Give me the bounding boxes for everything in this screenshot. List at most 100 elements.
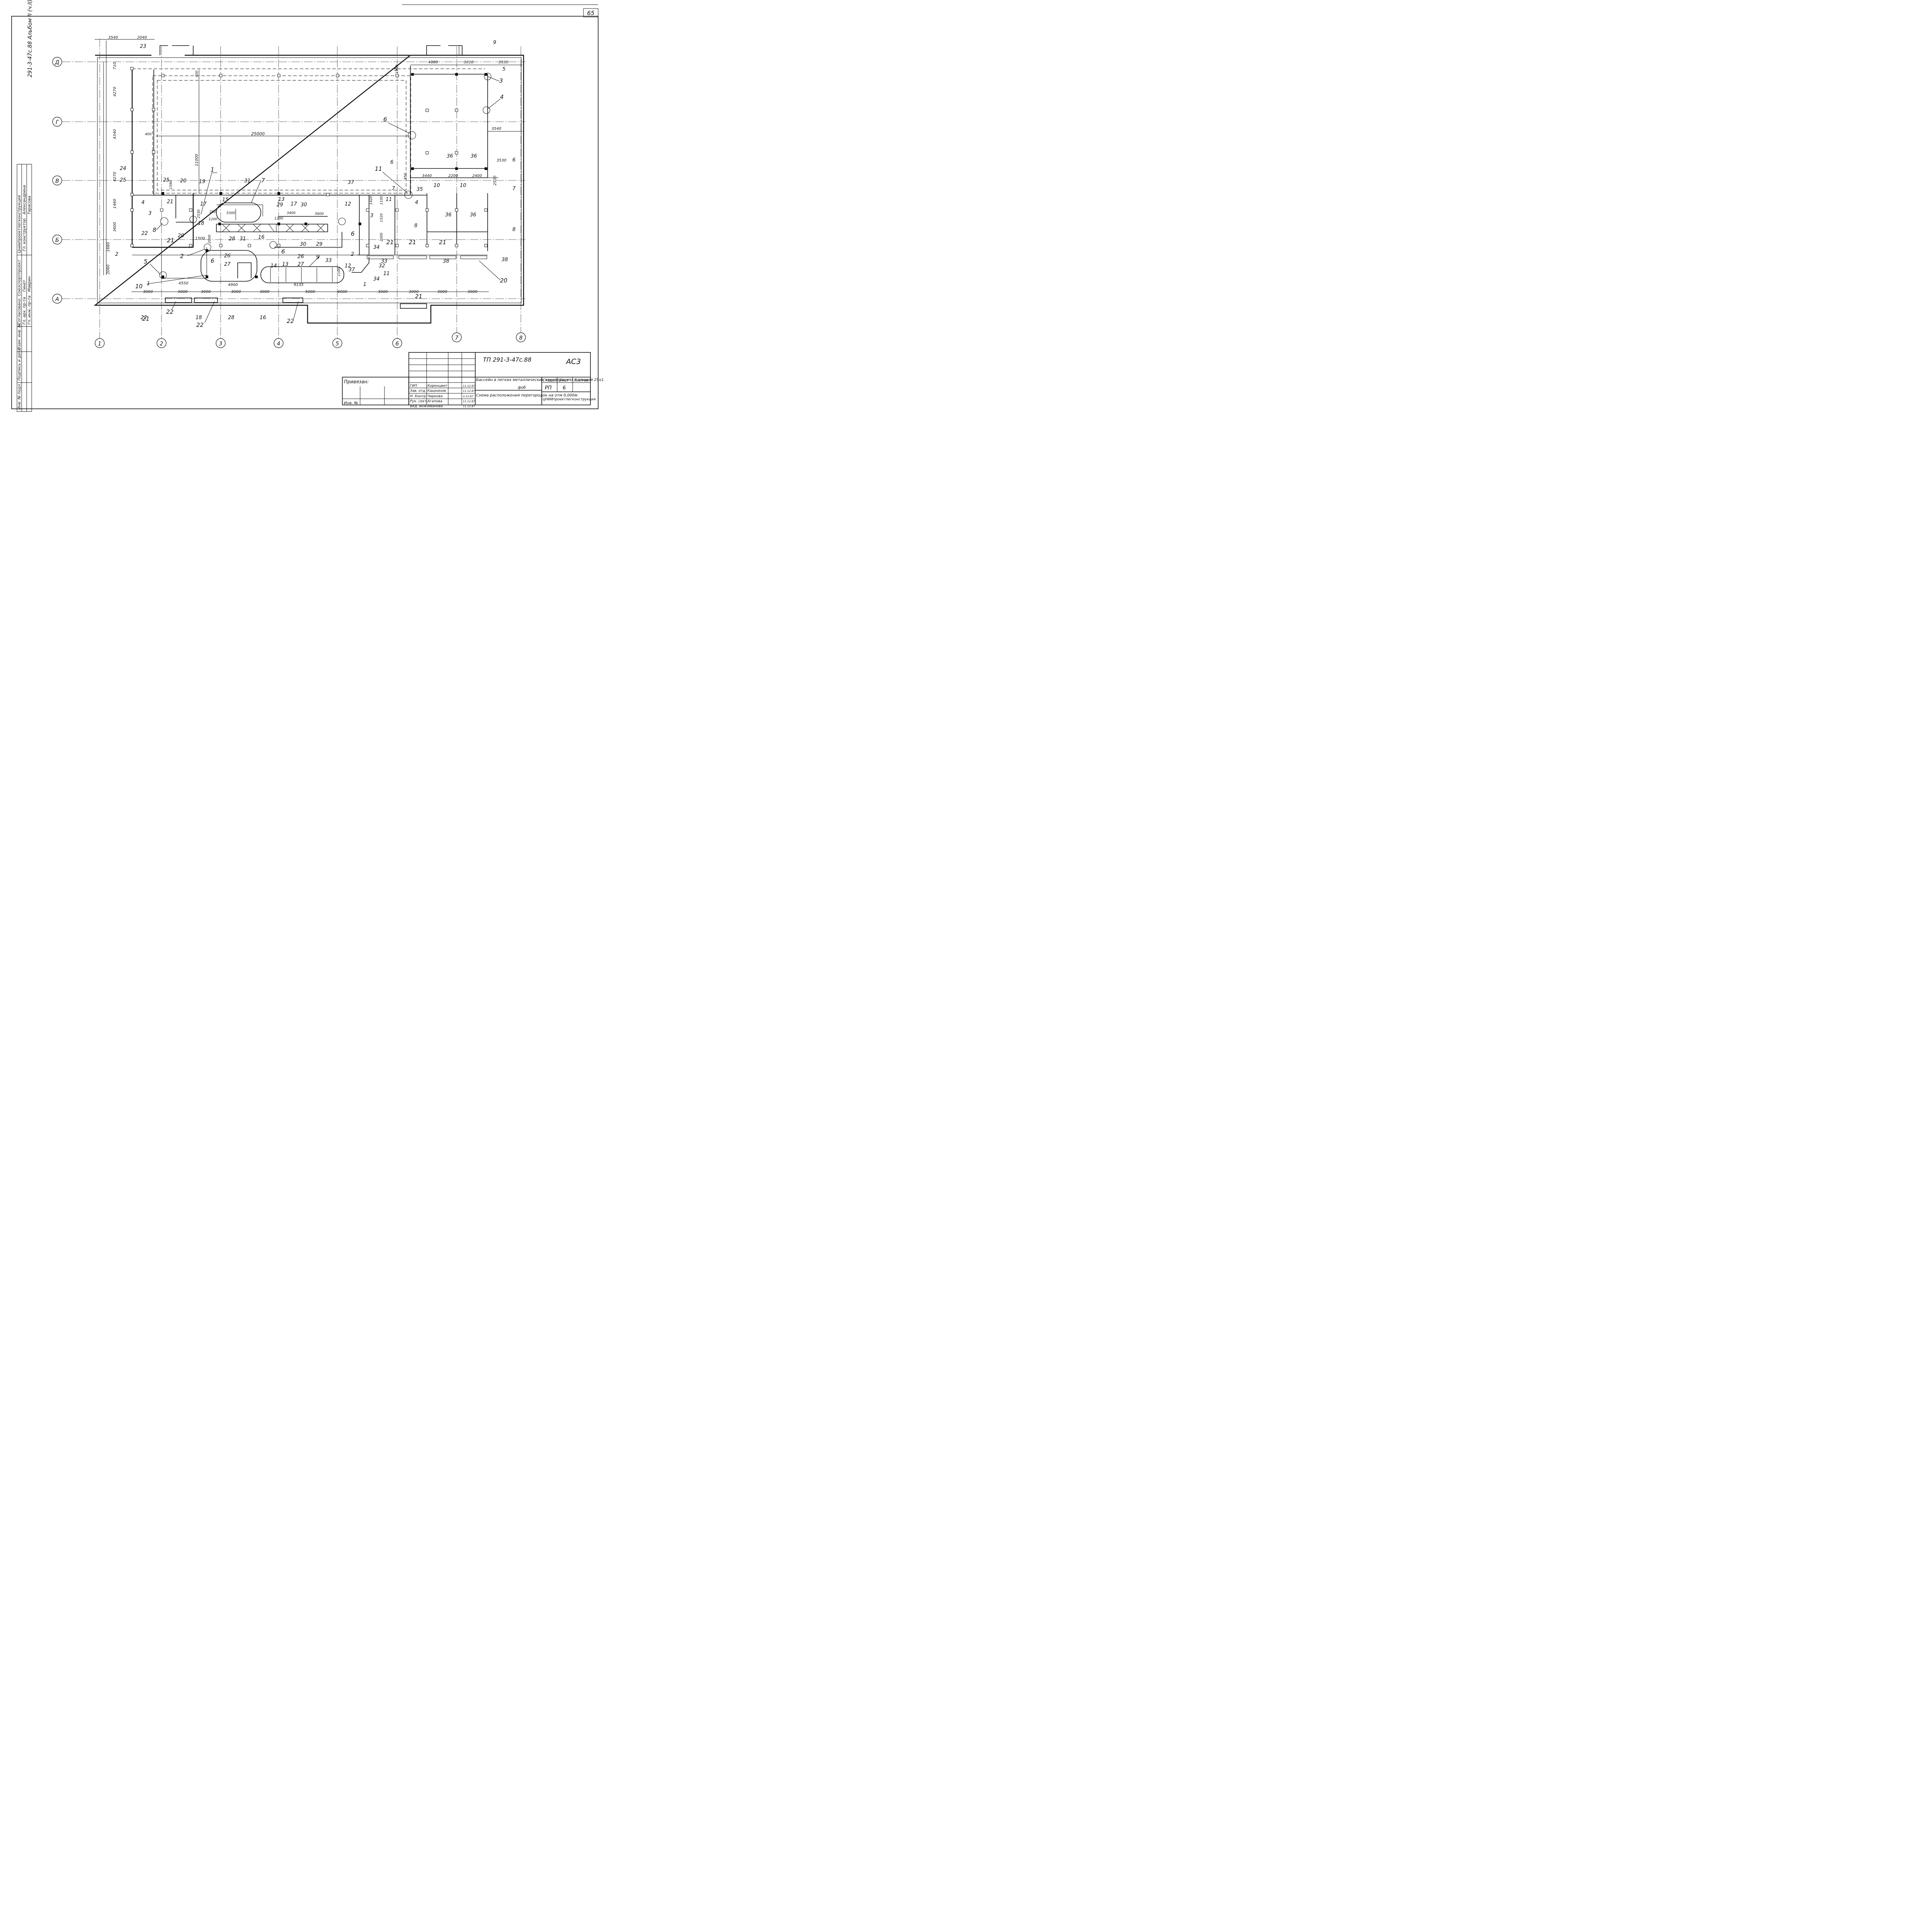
mark-21-a: 21 [167, 199, 173, 205]
mark-16-b: 16 [260, 315, 266, 321]
mark-28-a: 28 [229, 236, 235, 242]
dim-bottom-2: 3000 [178, 290, 187, 294]
dim-inner-2530: 2530 [197, 209, 201, 218]
dim-right-mid-6: 2530 [493, 176, 497, 185]
mark-9-a: 9 [493, 40, 496, 46]
axis-3-label: 3 [219, 341, 223, 347]
staff-date-5: 11.12.87 [463, 405, 475, 408]
mark-38-b: 38 [502, 257, 508, 263]
dim-left-2: 4270 [113, 87, 117, 97]
callout-11: 11 [375, 165, 382, 172]
mark-13-b: 13 [282, 262, 289, 267]
dim-inner-1100-b: 1100 [337, 267, 341, 276]
dim-bottom-4: 3000 [231, 290, 241, 294]
dim-top-2: 2040 [137, 36, 147, 40]
dim-inner-1820: 1820 [395, 65, 399, 73]
mark-11-b: 11 [383, 271, 390, 277]
dim-left-8: 2060 [106, 265, 111, 274]
mark-2-a: 2 [115, 252, 118, 257]
mark-34-a: 34 [373, 245, 380, 250]
dim-right-mid-5: 2400 [472, 174, 482, 178]
staff-name-3: Чиркова [427, 395, 443, 398]
callout-7: 7 [261, 177, 265, 184]
callout-21-e: 21 [167, 237, 174, 244]
dim-right-top-3: 3530 [498, 60, 508, 65]
side-name-1: Гинет [22, 279, 27, 292]
mark-22-a: 22 [141, 231, 148, 236]
staff-date-4: 11.12.87 [463, 400, 475, 403]
mark-26-b: 26 [298, 254, 304, 260]
mark-24: 24 [120, 166, 126, 172]
dim-bottom-5: 3000 [260, 290, 269, 294]
mark-11-a: 11 [386, 197, 392, 202]
mark-37-b: 37 [349, 267, 355, 273]
mark-19-a: 19 [199, 179, 206, 185]
mark-23: 23 [140, 44, 146, 49]
mark-12-b: 12 [345, 263, 351, 269]
mark-6-a: 6 [390, 160, 393, 165]
dim-pool-400-a: 400 [145, 133, 151, 136]
mark-3-a: 3 [148, 211, 151, 216]
grid-lines [62, 39, 526, 340]
callout-6-d: 6 [211, 257, 214, 264]
mark-15: 15 [222, 197, 229, 203]
mark-18-a: 18 [198, 221, 204, 226]
staff-role-1: ГИП [410, 384, 417, 388]
project-name: Бассейн в легких металлических конструкц… [476, 378, 604, 382]
drawing-sheet: 65 291-3-47с.88 Альбом II (ч.II) Согласо… [0, 0, 604, 418]
mark-22-b: 22 [141, 315, 147, 321]
dim-right-top-1: 4880 [428, 60, 438, 65]
mark-4-a: 4 [141, 200, 145, 206]
callout-22-a: 22 [166, 308, 173, 315]
node-callouts: 1 2 3 4 5 6 6 6 6 7 8 9 10 11 20 21 21 2… [135, 76, 507, 328]
inv-no-label: Инв. № [344, 401, 358, 405]
callout-21-b: 21 [409, 239, 416, 246]
mark-7-a: 7 [392, 186, 395, 192]
dim-left-1: 710 [113, 62, 117, 70]
drawing-mark: АС3 [565, 357, 581, 366]
section-marks: 23 24 25 25 20 19 31 37 35 9 5 5 6 6 7 7… [115, 40, 516, 321]
dim-inner-950: 950 [404, 173, 408, 180]
callout-21-c: 21 [439, 239, 446, 246]
axis-1-label: 1 [98, 341, 102, 347]
mark-33-b: 33 [381, 259, 388, 264]
dim-left-4: 4270 [113, 172, 117, 182]
dim-pool-400-b: 400 [195, 71, 199, 77]
dim-inner-1520: 1520 [380, 213, 384, 222]
callout-21-f: 21 [142, 315, 150, 322]
side-role-1: Гл. арх. пр-та [22, 297, 27, 325]
dim-right-top-2: 3010 [464, 60, 473, 65]
mark-33: 33 [325, 258, 332, 264]
dim-inner-1420: 1420 [369, 196, 373, 205]
mark-30-a: 30 [301, 202, 307, 208]
dim-bottom-11: 3000 [468, 290, 477, 294]
side-role-3: Гл. конструктор [22, 218, 27, 251]
dim-inner-3400: 3400 [287, 211, 296, 215]
mark-25-a: 25 [120, 177, 126, 183]
side-approval-strip: 291-3-47с.88 Альбом II (ч.II) Согласован… [17, 0, 33, 412]
dim-inner-2000: 2000 [208, 235, 212, 243]
callout-6-c: 6 [281, 248, 285, 255]
callout-3: 3 [499, 77, 503, 84]
staff-name-4: Агапова [427, 400, 442, 403]
drawing-name: Схема расположения перегородок на отм 0,… [476, 393, 578, 398]
staff-name-2: Кашкинов [427, 389, 446, 393]
staff-role-2: Зав. отд. [410, 389, 426, 393]
mark-28-b: 28 [228, 315, 235, 321]
page-number: 65 [587, 10, 594, 17]
dim-bottom-3: 3000 [201, 290, 211, 294]
mark-3-b: 3 [370, 213, 373, 219]
axis-A-label: А [55, 296, 59, 303]
mark-8-b: 8 [512, 227, 515, 233]
structural-columns [130, 67, 488, 278]
dimension-texts: 3540 2040 710 4270 4340 4270 1460 3600 1… [106, 36, 508, 294]
side-role-2: Гл. инж. пр-та [27, 296, 32, 325]
building-outline [94, 45, 524, 324]
dim-left-6: 3600 [113, 222, 117, 232]
window-units [165, 255, 487, 309]
callout-1: 1 [211, 166, 214, 173]
dim-bottom-9: 3000 [409, 290, 418, 294]
mark-20-b: 20 [178, 233, 184, 239]
dim-inner-2300: 2300 [380, 233, 384, 242]
floor-plan-drawing: 65 291-3-47с.88 Альбом II (ч.II) Согласо… [11, 0, 604, 412]
